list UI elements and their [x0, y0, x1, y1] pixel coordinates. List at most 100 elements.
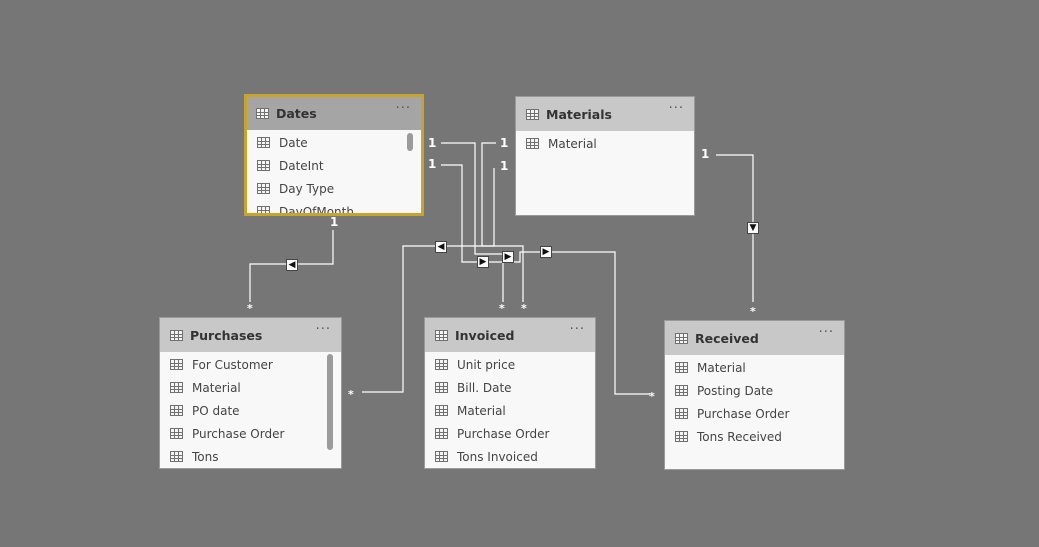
column-icon [257, 206, 270, 213]
table-icon [256, 108, 269, 119]
table-icon [675, 332, 688, 344]
table-title: Dates [276, 106, 317, 121]
cardinality-many: * [247, 302, 253, 315]
more-options-icon[interactable]: ··· [818, 325, 834, 340]
table-header[interactable]: Dates ··· [247, 97, 421, 130]
table-title: Invoiced [455, 327, 515, 343]
field-label: PO date [192, 403, 240, 418]
field-label: Material [192, 380, 241, 395]
field-label: Tons Invoiced [457, 449, 538, 464]
table-card-dates[interactable]: Dates ··· Date DateInt Day Type DayOfMon… [244, 94, 424, 216]
arrow-right-icon: ▶ [540, 246, 552, 258]
cardinality-many: * [521, 302, 527, 315]
column-icon [435, 382, 448, 393]
cardinality-one: 1 [500, 136, 509, 150]
arrow-right-icon: ▶ [502, 251, 514, 263]
table-card-purchases[interactable]: Purchases ··· For Customer Material PO d… [159, 317, 342, 469]
table-header[interactable]: Received ··· [665, 321, 844, 355]
field-row[interactable]: Material [665, 356, 844, 379]
field-row[interactable]: Bill. Date [425, 376, 595, 399]
more-options-icon[interactable]: ··· [315, 322, 331, 337]
rel-dates-received-postingdate [441, 164, 650, 395]
more-options-icon[interactable]: ··· [668, 101, 684, 116]
cardinality-many: * [750, 305, 756, 318]
field-row[interactable]: Purchase Order [665, 402, 844, 425]
column-icon [170, 359, 183, 370]
field-label: Posting Date [697, 383, 774, 398]
column-icon [257, 160, 270, 171]
field-row[interactable]: Date [247, 131, 421, 154]
field-label: For Customer [192, 357, 273, 372]
column-icon [257, 183, 270, 194]
table-header[interactable]: Materials ··· [516, 97, 694, 131]
field-row[interactable]: Material [425, 399, 595, 422]
cardinality-one: 1 [428, 157, 437, 171]
field-label: Purchase Order [457, 426, 550, 441]
field-row[interactable]: Purchase Order [425, 422, 595, 445]
field-row[interactable]: For Customer [160, 353, 341, 376]
field-label: Purchase Order [697, 406, 790, 421]
field-label: Day Type [279, 181, 335, 196]
field-row[interactable]: Material [160, 376, 341, 399]
cardinality-one: 1 [428, 136, 437, 150]
cardinality-many: * [499, 302, 505, 315]
field-label: Unit price [457, 357, 516, 372]
column-icon [675, 408, 688, 419]
field-row[interactable]: Day Type [247, 177, 421, 200]
field-row[interactable]: Tons Received [665, 425, 844, 448]
field-label: DayOfMonth [279, 204, 354, 216]
field-label: Bill. Date [457, 380, 512, 395]
cardinality-one: 1 [330, 215, 339, 229]
column-icon [170, 382, 183, 393]
column-icon [675, 385, 688, 396]
table-header[interactable]: Invoiced ··· [425, 318, 595, 352]
arrow-down-icon: ▼ [747, 222, 759, 234]
cardinality-one: 1 [701, 147, 710, 161]
column-icon [170, 428, 183, 439]
field-row[interactable]: DateInt [247, 154, 421, 177]
column-icon [170, 405, 183, 416]
field-label: Date [279, 135, 308, 150]
column-icon [435, 359, 448, 370]
column-icon [257, 137, 270, 148]
scrollbar[interactable] [407, 133, 413, 151]
column-icon [435, 451, 448, 462]
arrow-left-icon: ◀ [286, 259, 298, 271]
table-header[interactable]: Purchases ··· [160, 318, 341, 352]
table-icon [170, 329, 183, 341]
table-icon [435, 329, 448, 341]
field-label: Material [548, 136, 597, 151]
table-icon [526, 108, 539, 120]
arrow-left-icon: ◀ [435, 241, 447, 253]
field-row[interactable]: DayOfMonth [247, 200, 421, 216]
field-row[interactable]: Unit price [425, 353, 595, 376]
field-row[interactable]: Purchase Order [160, 422, 341, 445]
field-row[interactable]: Tons Invoiced [425, 445, 595, 468]
cardinality-one: 1 [500, 159, 509, 173]
table-card-invoiced[interactable]: Invoiced ··· Unit price Bill. Date Mater… [424, 317, 596, 469]
rel-dates-invoiced-billdate [441, 142, 504, 302]
rel-materials-received [716, 154, 754, 302]
table-card-materials[interactable]: Materials ··· Material [515, 96, 695, 216]
more-options-icon[interactable]: ··· [395, 101, 411, 116]
column-icon [675, 431, 688, 442]
field-row[interactable]: Posting Date [665, 379, 844, 402]
field-row[interactable]: PO date [160, 399, 341, 422]
table-card-received[interactable]: Received ··· Material Posting Date Purch… [664, 320, 845, 470]
column-icon [170, 451, 183, 462]
table-title: Materials [546, 106, 612, 122]
field-label: Tons [192, 449, 219, 464]
cardinality-many: * [649, 390, 655, 403]
table-title: Purchases [190, 327, 263, 343]
arrow-right-icon: ▶ [477, 256, 489, 268]
column-icon [526, 138, 539, 149]
column-icon [435, 405, 448, 416]
more-options-icon[interactable]: ··· [569, 322, 585, 337]
column-icon [675, 362, 688, 373]
field-row[interactable]: Material [516, 132, 694, 155]
table-title: Received [695, 330, 759, 346]
scrollbar[interactable] [327, 354, 333, 450]
column-icon [435, 428, 448, 439]
field-row[interactable]: Tons [160, 445, 341, 468]
